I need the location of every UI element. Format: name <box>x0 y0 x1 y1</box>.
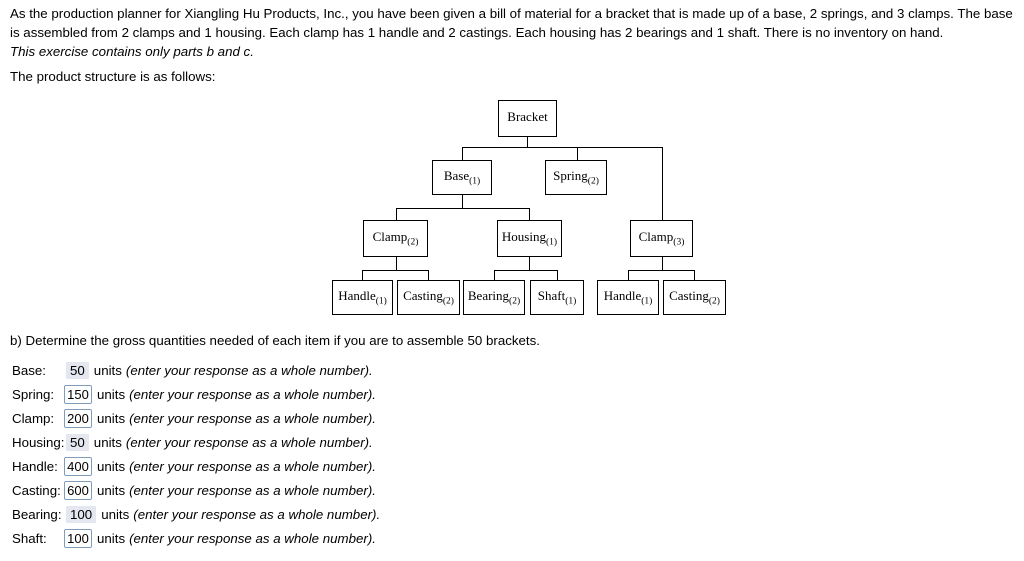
tree-connector-line <box>557 270 558 280</box>
tree-node-bearing: Bearing(2) <box>463 280 525 315</box>
handle-quantity-input[interactable] <box>64 456 92 476</box>
tree-connector-line <box>694 270 695 280</box>
tree-connector-line <box>494 270 495 280</box>
response-hint: (enter your response as a whole number). <box>133 506 381 522</box>
tree-node-casting-right: Casting(2) <box>663 280 726 315</box>
product-structure-tree: Bracket Base(1) Spring(2) Clamp(2) Housi… <box>0 95 1024 325</box>
tree-node-housing: Housing(1) <box>497 220 562 257</box>
structure-intro: The product structure is as follows: <box>10 69 216 84</box>
tree-node-clamp-3: Clamp(3) <box>630 220 693 257</box>
tree-connector-line <box>529 208 530 220</box>
units-label: units <box>97 482 126 498</box>
tree-node-base: Base(1) <box>432 160 492 195</box>
response-hint: (enter your response as a whole number). <box>129 386 376 402</box>
tree-connector-line <box>462 195 463 208</box>
tree-node-clamp-2: Clamp(2) <box>363 220 428 257</box>
tree-connector-line <box>628 270 695 271</box>
item-label: Bearing: <box>12 506 62 522</box>
tree-connector-line <box>662 147 663 220</box>
item-label: Housing: <box>12 434 65 450</box>
part-b-heading: b) Determine the gross quantities needed… <box>10 333 540 348</box>
item-label: Casting: <box>12 482 61 498</box>
quantity-row-handle: Handle: units (enter your response as a … <box>12 454 380 478</box>
units-label: units <box>97 530 126 546</box>
quantity-row-shaft: Shaft: units (enter your response as a w… <box>12 526 380 550</box>
exercise-note: This exercise contains only parts b and … <box>10 44 254 59</box>
response-hint: (enter your response as a whole number). <box>129 482 376 498</box>
quantity-row-housing: Housing: 50 units (enter your response a… <box>12 430 380 454</box>
units-label: units <box>97 386 126 402</box>
response-hint: (enter your response as a whole number). <box>125 362 373 378</box>
response-hint: (enter your response as a whole number). <box>125 434 373 450</box>
quantity-rows: Base: 50 units (enter your response as a… <box>12 358 380 550</box>
tree-connector-line <box>577 147 578 160</box>
tree-node-handle-left: Handle(1) <box>332 280 393 315</box>
tree-node-shaft: Shaft(1) <box>530 280 584 315</box>
tree-connector-line <box>628 270 629 280</box>
tree-connector-line <box>529 257 530 270</box>
units-label: units <box>93 434 122 450</box>
shaft-quantity-input[interactable] <box>64 528 92 548</box>
tree-node-bracket: Bracket <box>498 100 557 137</box>
item-label: Spring: <box>12 386 55 402</box>
spring-quantity-input[interactable] <box>64 384 92 404</box>
tree-connector-line <box>362 270 429 271</box>
tree-connector-line <box>527 137 528 148</box>
quantity-row-base: Base: 50 units (enter your response as a… <box>12 358 380 382</box>
tree-node-casting-left: Casting(2) <box>397 280 460 315</box>
response-hint: (enter your response as a whole number). <box>129 530 376 546</box>
tree-connector-line <box>396 257 397 270</box>
units-label: units <box>97 410 126 426</box>
tree-connector-line <box>662 257 663 270</box>
tree-connector-line <box>462 147 663 148</box>
tree-connector-line <box>396 208 530 209</box>
quantity-row-bearing: Bearing: 100 units (enter your response … <box>12 502 380 526</box>
tree-connector-line <box>494 270 558 271</box>
housing-quantity-value: 50 <box>66 433 89 451</box>
tree-node-spring: Spring(2) <box>545 160 607 195</box>
response-hint: (enter your response as a whole number). <box>129 410 376 426</box>
base-quantity-value: 50 <box>66 361 89 379</box>
problem-statement: As the production planner for Xiangling … <box>10 6 1013 40</box>
item-label: Clamp: <box>12 410 55 426</box>
quantity-row-spring: Spring: units (enter your response as a … <box>12 382 380 406</box>
item-label: Handle: <box>12 458 58 474</box>
units-label: units <box>93 362 122 378</box>
casting-quantity-input[interactable] <box>64 480 92 500</box>
bearing-quantity-value: 100 <box>66 505 97 523</box>
tree-node-handle-right: Handle(1) <box>597 280 659 315</box>
units-label: units <box>101 506 130 522</box>
units-label: units <box>97 458 126 474</box>
item-label: Base: <box>12 362 47 378</box>
quantity-row-casting: Casting: units (enter your response as a… <box>12 478 380 502</box>
tree-connector-line <box>362 270 363 280</box>
quantity-row-clamp: Clamp: units (enter your response as a w… <box>12 406 380 430</box>
clamp-quantity-input[interactable] <box>64 408 92 428</box>
tree-connector-line <box>396 208 397 220</box>
response-hint: (enter your response as a whole number). <box>129 458 376 474</box>
tree-connector-line <box>462 147 463 160</box>
tree-connector-line <box>428 270 429 280</box>
item-label: Shaft: <box>12 530 47 546</box>
